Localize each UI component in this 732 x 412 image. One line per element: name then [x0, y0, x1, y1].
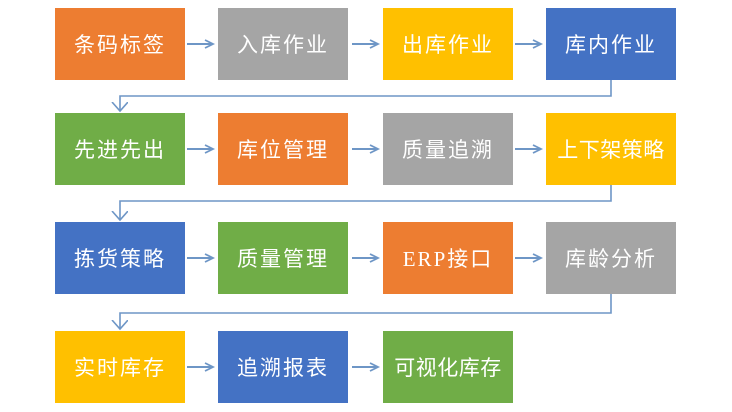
- flow-box-erp-interface: ERP接口: [383, 222, 513, 294]
- flow-box-text: 入库作业: [237, 33, 329, 57]
- flow-box-text: 上下架策略: [557, 138, 665, 162]
- elbow-connector-row1-row2: [120, 80, 612, 111]
- flow-box-text: 质量追溯: [402, 138, 494, 162]
- flow-box-text: 实时库存: [74, 356, 166, 380]
- flow-box-text: 追溯报表: [237, 356, 329, 380]
- flow-box-text: 先进先出: [74, 138, 166, 162]
- flow-box-fifo: 先进先出: [55, 113, 185, 185]
- flow-box-text: 拣货策略: [74, 247, 166, 271]
- flow-box-text: 出库作业: [402, 33, 494, 57]
- flow-box-traceability-reports: 追溯报表: [218, 331, 348, 403]
- flow-box-stock-age-analysis: 库龄分析: [546, 222, 676, 294]
- flow-box-text: 库内作业: [565, 33, 657, 57]
- elbow-connector-row2-row3: [120, 185, 612, 220]
- flow-box-shelving-strategy: 上下架策略: [546, 113, 676, 185]
- elbow-connector-row3-row4: [120, 294, 612, 329]
- flow-box-text: 条码标签: [74, 33, 166, 57]
- flow-box-visual-inventory: 可视化库存: [383, 331, 513, 403]
- flow-box-location-management: 库位管理: [218, 113, 348, 185]
- flow-box-text: ERP接口: [402, 247, 494, 271]
- flow-box-barcode-label: 条码标签: [55, 8, 185, 80]
- flow-box-text: 质量管理: [237, 247, 329, 271]
- flow-box-inbound-operations: 入库作业: [218, 8, 348, 80]
- flow-box-picking-strategy: 拣货策略: [55, 222, 185, 294]
- flow-box-quality-traceability: 质量追溯: [383, 113, 513, 185]
- flow-box-quality-management: 质量管理: [218, 222, 348, 294]
- flow-box-text: 库龄分析: [565, 247, 657, 271]
- flow-box-text: 可视化库存: [394, 356, 502, 380]
- flow-box-real-time-inventory: 实时库存: [55, 331, 185, 403]
- flow-box-outbound-operations: 出库作业: [383, 8, 513, 80]
- flow-box-in-warehouse-operations: 库内作业: [546, 8, 676, 80]
- flow-box-text: 库位管理: [237, 138, 329, 162]
